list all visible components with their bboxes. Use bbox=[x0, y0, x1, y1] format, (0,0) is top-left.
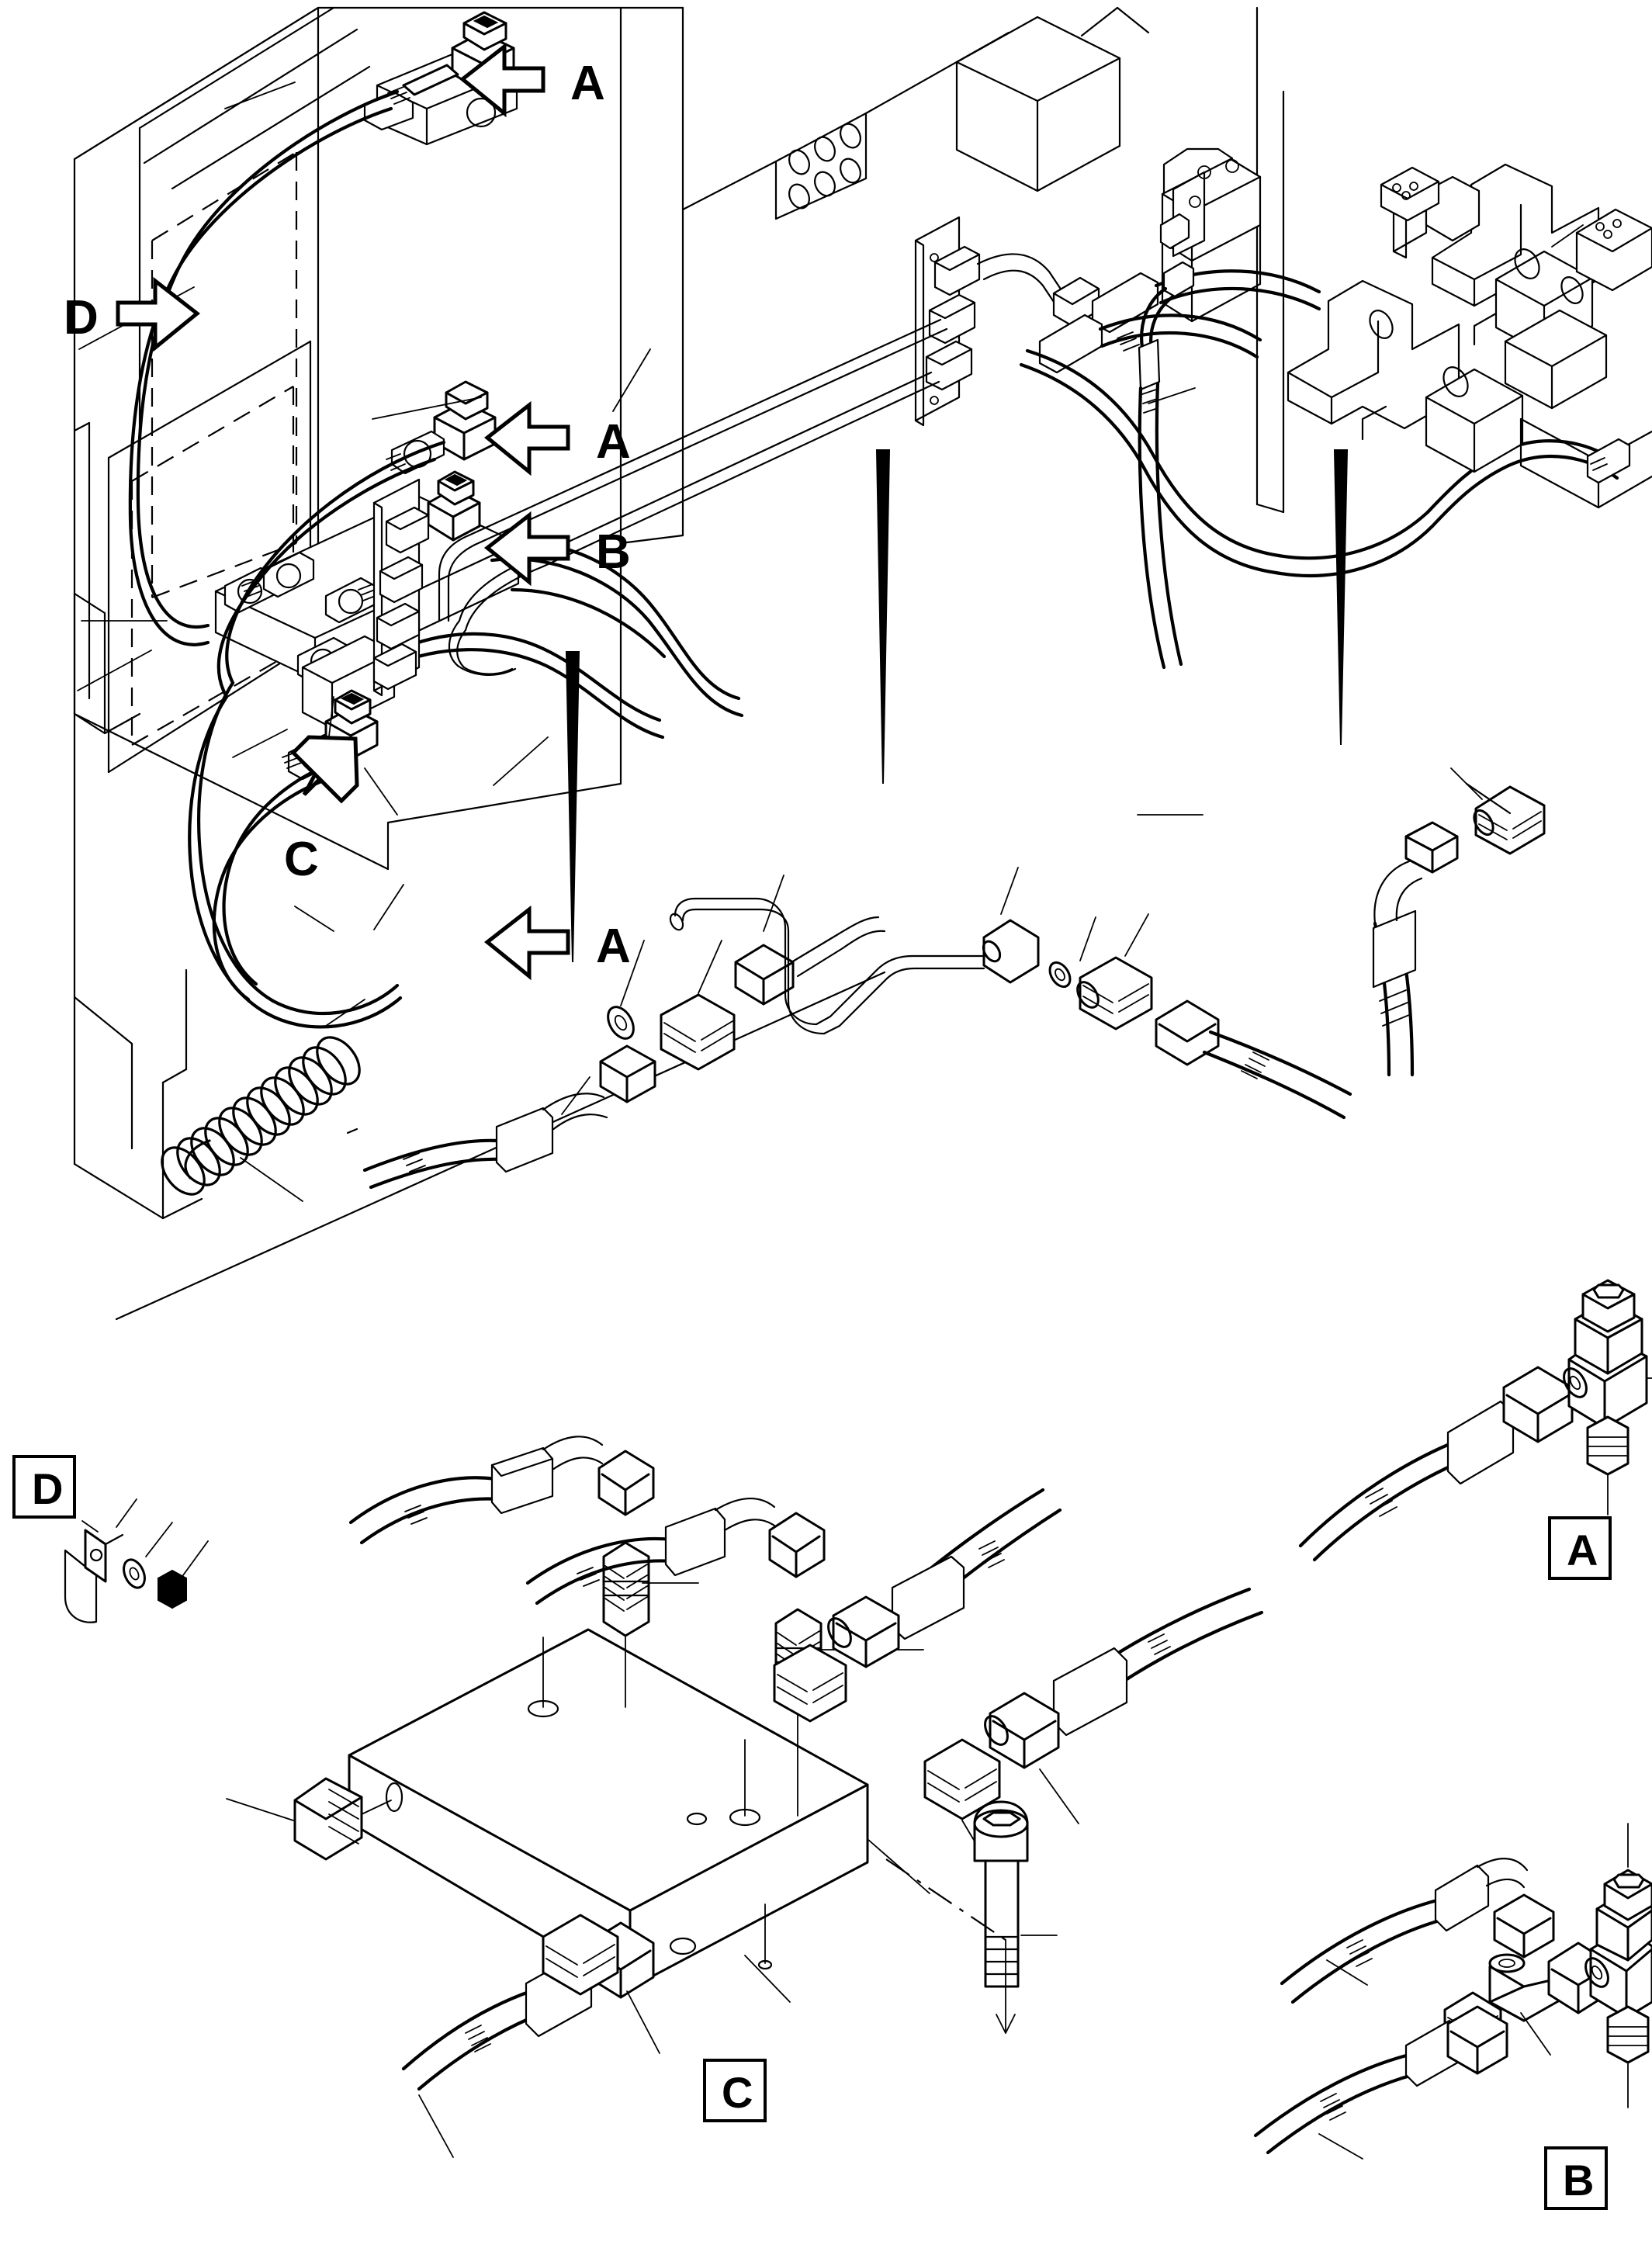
callout-d-left: D bbox=[64, 276, 201, 352]
callout-c-left: C bbox=[284, 735, 359, 886]
fitting-cluster-upper-right bbox=[976, 253, 1321, 374]
detail-box-b bbox=[1544, 2146, 1608, 2210]
leader-lines bbox=[77, 81, 1584, 1027]
detail-box-letter: D bbox=[32, 1464, 63, 1513]
view-c: C bbox=[226, 1436, 1264, 2158]
item-bracket-plate-lower bbox=[372, 478, 430, 697]
hose-right-lower-detail bbox=[1372, 782, 1546, 1077]
callout-arrow-left-icon bbox=[483, 400, 570, 476]
callout-letter: A bbox=[596, 920, 631, 973]
callout-a-top: A bbox=[459, 42, 605, 118]
callout-letter: A bbox=[596, 415, 631, 469]
item-steel-tube bbox=[346, 875, 886, 1190]
view-b: B bbox=[1253, 1823, 1652, 2210]
callout-arrow-up-right-icon bbox=[290, 735, 359, 804]
item-spring-guard bbox=[161, 1036, 361, 1202]
callout-a-mid: A bbox=[483, 400, 631, 476]
item-clamp-bar bbox=[214, 470, 520, 729]
callout-letter: D bbox=[64, 291, 99, 345]
callout-letter: A bbox=[570, 57, 605, 110]
detail-box-letter: C bbox=[722, 2068, 753, 2117]
detail-box-letter: A bbox=[1567, 1526, 1598, 1574]
detail-box-d bbox=[12, 1455, 76, 1519]
item-box-bracket bbox=[955, 6, 1150, 192]
callout-arrow-right-icon bbox=[116, 276, 201, 352]
callout-arrow-left-icon bbox=[483, 511, 570, 587]
callout-b-mid: B bbox=[483, 511, 631, 587]
detail-box-a bbox=[1548, 1516, 1612, 1580]
item-hyd-pump bbox=[1287, 163, 1652, 509]
leader-wedges bbox=[565, 449, 1349, 963]
item-formed-tube bbox=[669, 867, 1352, 1120]
item-radiator-frame bbox=[73, 6, 886, 1321]
tube-pair-horizontal bbox=[438, 318, 948, 676]
callout-a-low: A bbox=[483, 905, 631, 981]
callout-arrow-left-icon bbox=[459, 42, 545, 118]
detail-box-letter: B bbox=[1563, 2156, 1594, 2205]
callout-letter: B bbox=[596, 525, 631, 579]
view-d: D bbox=[12, 1455, 209, 1623]
view-a: A bbox=[1298, 1279, 1652, 1580]
item-solenoid-valve bbox=[1138, 6, 1285, 670]
detail-box-c bbox=[703, 2059, 767, 2122]
callout-arrow-left-icon bbox=[483, 905, 570, 981]
callout-letter: C bbox=[284, 833, 319, 886]
item-bracket-plate-upper bbox=[914, 216, 981, 427]
